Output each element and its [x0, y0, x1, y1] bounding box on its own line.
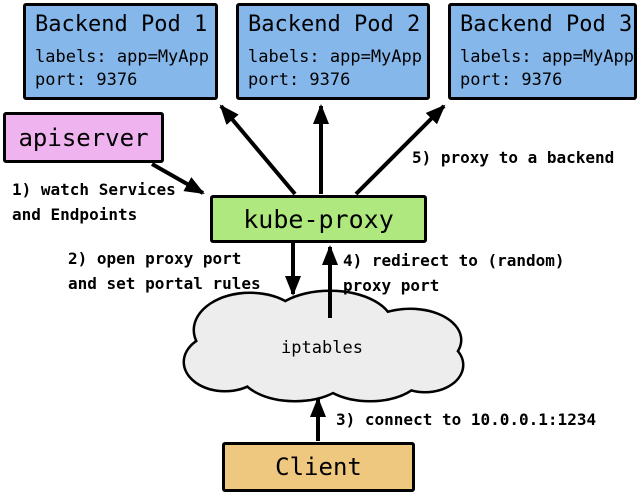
backend-pod-2-title: Backend Pod 2	[248, 12, 421, 37]
annotation-1-watch-services: 1) watch Services and Endpoints	[12, 180, 176, 224]
annotation-4-redirect: 4) redirect to (random) proxy port	[343, 251, 565, 295]
apiserver-label: apiserver	[18, 123, 149, 152]
backend-pod-1-box: Backend Pod 1 labels: app=MyApp port: 93…	[23, 3, 218, 100]
kube-proxy-label: kube-proxy	[243, 204, 394, 234]
backend-pod-1-labels: labels: app=MyApp	[35, 47, 209, 67]
client-label: Client	[275, 453, 362, 481]
backend-pod-1-title: Backend Pod 1	[35, 12, 208, 37]
kube-proxy-box: kube-proxy	[210, 195, 427, 243]
backend-pod-2-labels: labels: app=MyApp	[248, 47, 422, 67]
apiserver-box: apiserver	[3, 112, 164, 163]
backend-pod-1-port: port: 9376	[35, 70, 138, 90]
annotation-5-proxy-backend: 5) proxy to a backend	[412, 148, 615, 167]
annotation-2-open-proxy-port: 2) open proxy port and set portal rules	[68, 249, 261, 293]
backend-pod-3-title: Backend Pod 3	[460, 12, 633, 37]
backend-pod-3-port: port: 9376	[460, 70, 563, 90]
backend-pod-3-box: Backend Pod 3 labels: app=MyApp port: 93…	[448, 3, 637, 100]
iptables-cloud	[182, 289, 465, 403]
client-box: Client	[222, 442, 415, 492]
iptables-label: iptables	[281, 338, 363, 358]
arrow-apiserver-to-kube-proxy	[151, 162, 205, 195]
backend-pod-2-port: port: 9376	[248, 70, 351, 90]
arrow-kube-proxy-to-pod-3	[354, 104, 446, 196]
backend-pod-2-box: Backend Pod 2 labels: app=MyApp port: 93…	[236, 3, 430, 100]
arrow-kube-proxy-to-pod-1	[219, 104, 297, 196]
annotation-3-connect: 3) connect to 10.0.0.1:1234	[336, 410, 597, 429]
backend-pod-3-labels: labels: app=MyApp	[460, 47, 634, 67]
